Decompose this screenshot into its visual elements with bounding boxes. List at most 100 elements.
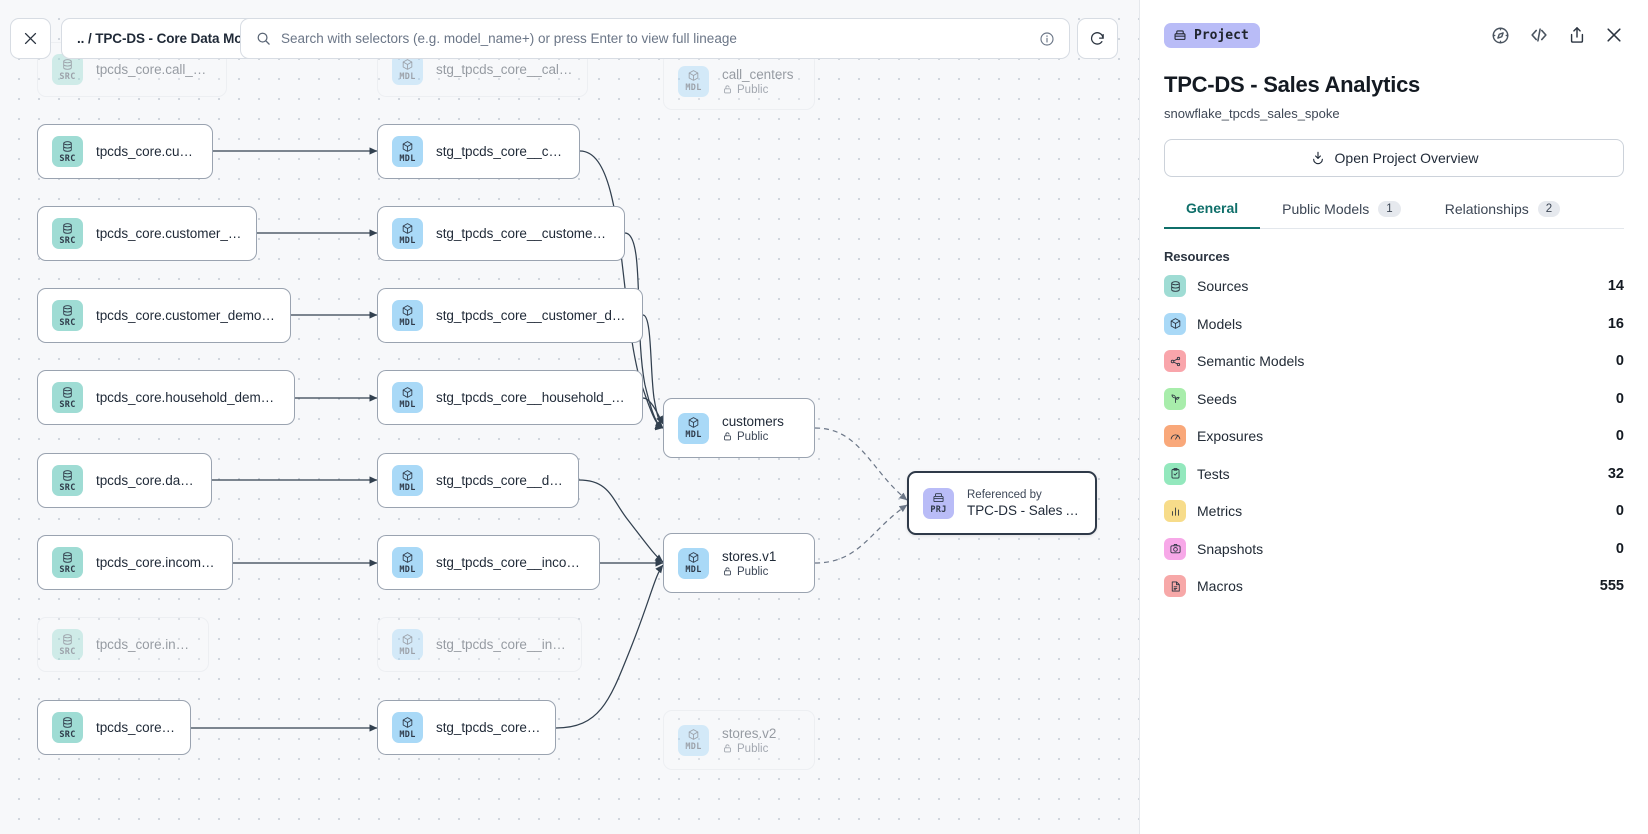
node-body: stg_tpcds_core__customer_address [436, 226, 610, 241]
cube-icon-wrap [401, 633, 414, 646]
lineage-search-bar[interactable] [240, 18, 1070, 59]
lineage-node-mdl_stg_customer_address[interactable]: MDL stg_tpcds_core__customer_address [377, 206, 625, 261]
node-body: tpcds_core.customer_demographics [96, 308, 276, 323]
mdl-badge: MDL [392, 629, 423, 660]
panel-header: Project [1164, 0, 1624, 56]
refresh-button[interactable] [1077, 18, 1118, 59]
resource-count: 32 [1607, 465, 1624, 482]
lineage-node-mdl_stg_household_demogr[interactable]: MDLstg_tpcds_core__household_demogr… [377, 370, 643, 425]
database-icon-wrap [61, 304, 74, 317]
node-label: tpcds_core.inventory [96, 637, 194, 652]
cube-icon [688, 70, 699, 81]
lineage-node-src_customer_address[interactable]: SRC tpcds_core.customer_address [37, 206, 257, 261]
open-project-overview-button[interactable]: Open Project Overview [1164, 139, 1624, 177]
share-icon[interactable] [1567, 25, 1587, 45]
tab-label: Public Models [1282, 201, 1370, 217]
node-visibility-label: Public [737, 430, 769, 443]
cube-icon-wrap [401, 716, 414, 729]
cube-icon-wrap [1164, 312, 1186, 335]
search-icon [257, 32, 270, 45]
close-icon[interactable] [1604, 25, 1624, 45]
mdl-badge: MDL [392, 465, 423, 496]
search-input[interactable] [281, 31, 1029, 46]
src-badge: SRC [52, 712, 83, 743]
graph-icon [1170, 356, 1180, 366]
cube-icon [402, 551, 413, 563]
compass-icon[interactable] [1490, 25, 1511, 46]
sprout-icon-wrap [1164, 387, 1186, 410]
cube-icon-wrap [401, 140, 414, 153]
node-body: tpcds_core.customer_address [96, 226, 242, 241]
node-label: stg_tpcds_core__customer [436, 144, 565, 159]
database-icon [1170, 281, 1180, 292]
lock-icon [724, 567, 731, 576]
node-label: stg_tpcds_core__inventory [436, 637, 567, 652]
resource-name: Macros [1197, 578, 1243, 595]
panel-action-icons [1490, 24, 1624, 46]
node-body: tpcds_core.household_demographics [96, 390, 280, 405]
lineage-node-mdl_stg_customer[interactable]: MDL stg_tpcds_core__customer [377, 124, 580, 179]
database-icon-wrap [61, 633, 74, 646]
mdl-badge: MDL [392, 218, 423, 249]
project-icon-wrap [932, 491, 945, 504]
node-label: tpcds_core.income_band [96, 555, 218, 570]
resource-count: 0 [1615, 428, 1624, 445]
mdl-badge: MDL [678, 65, 709, 97]
node-label: tpcds_core.date_dim [96, 473, 197, 488]
lineage-node-mdl_stg_customer_demogr[interactable]: MDLstg_tpcds_core__customer_demogra… [377, 288, 643, 343]
database-icon [63, 222, 72, 234]
badge-type-label: MDL [685, 83, 702, 93]
badge-type-label: MDL [399, 153, 416, 164]
node-label: stores.v1 [722, 548, 777, 564]
close-lineage-button[interactable] [10, 18, 51, 59]
node-label: stg_tpcds_core__call_center [436, 62, 573, 77]
open-project-overview-label: Open Project Overview [1334, 150, 1479, 166]
node-body: stg_tpcds_core__income_band [436, 555, 585, 570]
node-label: tpcds_core.customer_demographics [96, 308, 276, 323]
lineage-node-mdl_stg_date_dim[interactable]: MDL stg_tpcds_core__date_dim [377, 453, 579, 508]
node-visibility: Public [722, 84, 793, 96]
tab-general[interactable]: General [1164, 200, 1261, 229]
node-visibility-label: Public [737, 83, 769, 96]
node-label: stg_tpcds_core__customer_address [436, 226, 610, 241]
document-icon [1171, 581, 1180, 592]
project-icon [933, 493, 944, 502]
database-icon [63, 469, 72, 481]
project-identifier: snowflake_tpcds_sales_spoke [1164, 106, 1340, 121]
node-body: stg_tpcds_core__date_dim [436, 473, 564, 488]
graph-icon-wrap [1164, 350, 1186, 373]
cube-icon [688, 552, 699, 563]
lineage-canvas[interactable]: .. / TPC-DS - Core Data Models SRCtpcds_… [0, 0, 1139, 834]
src-badge: SRC [52, 218, 83, 249]
database-icon [63, 716, 72, 728]
info-icon[interactable] [1039, 31, 1055, 47]
node-label: stg_tpcds_core__household_demogr… [436, 390, 628, 405]
node-visibility: Public [722, 566, 776, 578]
code-icon[interactable] [1528, 24, 1550, 46]
node-label: stg_tpcds_core__store [436, 720, 541, 735]
